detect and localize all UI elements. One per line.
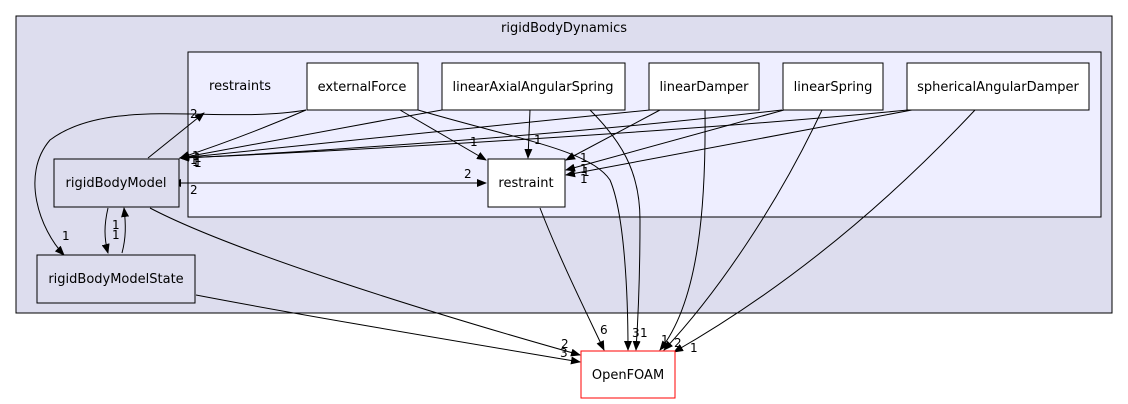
label-sad-restraint: 1 — [580, 172, 588, 186]
node-rigidBodyModelState[interactable]: rigidBodyModelState — [36, 254, 196, 304]
node-rigidBodyModel[interactable]: rigidBodyModel — [53, 158, 180, 208]
cluster-label-restraints: restraints — [209, 79, 271, 94]
label-restraints-rbm-4: 1 — [192, 155, 200, 169]
node-label-linearSpring: linearSpring — [794, 80, 873, 95]
node-sphericalAngularDamper[interactable]: sphericalAngularDamper — [906, 62, 1090, 111]
edge-laas-OpenFOAM — [589, 109, 641, 351]
edge-linearDamper-OpenFOAM — [659, 109, 706, 351]
edge-labels: 2 1 1 1 1 1 2 2 1 1 1 1 1 1 1 1 1 6 3 1 … — [62, 107, 698, 360]
label-rbms-rbm: 1 — [112, 228, 120, 242]
label-laas-restraint: 1 — [534, 133, 542, 147]
node-label-externalForce: externalForce — [318, 80, 407, 95]
edge-laas-restraint — [524, 109, 533, 159]
label-restraints-rbm-5: 1 — [194, 156, 202, 170]
label-restraints-rbm-2: 1 — [194, 151, 202, 165]
node-label-rigidBodyModel: rigidBodyModel — [66, 176, 167, 191]
edge-sad-OpenFOAM — [673, 109, 976, 353]
label-ef-restraint: 1 — [470, 135, 478, 149]
node-label-OpenFOAM: OpenFOAM — [592, 368, 664, 383]
node-linearSpring[interactable]: linearSpring — [782, 62, 884, 111]
edge-linearDamper-rigidBodyModel — [179, 109, 651, 161]
edge-rigidBodyModelState-OpenFOAM — [195, 294, 581, 365]
node-OpenFOAM[interactable]: OpenFOAM — [580, 350, 676, 399]
label-sad-of: 1 — [690, 341, 698, 355]
node-label-sphericalAngularDamper: sphericalAngularDamper — [917, 80, 1079, 95]
edge-linearSpring-OpenFOAM — [663, 109, 823, 351]
edge-linearDamper-restraint — [565, 109, 661, 161]
label-restraint-of: 6 — [600, 323, 608, 337]
node-label-linearAxialAngularSpring: linearAxialAngularSpring — [452, 80, 613, 95]
label-ls-restraint-1: 1 — [580, 162, 588, 176]
label-rbm-of: 2 — [561, 337, 569, 351]
label-ls-of: 2 — [674, 336, 682, 350]
edges — [34, 109, 976, 365]
edge-restraints-rigidBodyModelState — [34, 109, 307, 256]
node-restraint[interactable]: restraint — [487, 158, 566, 208]
edge-externalForce-rigidBodyModel — [179, 109, 307, 159]
label-laas-of: 1 — [640, 326, 648, 340]
label-restraint-rbm: 2 — [190, 183, 198, 197]
label-rbm-restraint: 2 — [464, 167, 472, 181]
node-label-rigidBodyModelState: rigidBodyModelState — [48, 272, 183, 287]
edge-sad-restraint — [565, 109, 913, 178]
edge-rigidBodyModel-OpenFOAM — [149, 207, 581, 357]
label-rbms-of: 3 — [560, 346, 568, 360]
label-ls-restraint-2: 1 — [582, 165, 590, 179]
label-ld-restraint: 1 — [580, 151, 588, 165]
label-restraints-rbm-3: 1 — [190, 153, 198, 167]
edge-rigidBodyModel-restraints — [147, 112, 205, 159]
edge-linearSpring-restraint — [565, 109, 785, 172]
node-linearDamper[interactable]: linearDamper — [648, 62, 760, 111]
edge-restraint-OpenFOAM — [539, 207, 605, 351]
edge-laas-rigidBodyModel — [179, 109, 443, 161]
edge-rigidBodyModelState-rigidBodyModel — [121, 207, 130, 254]
label-ef-of: 3 — [632, 326, 640, 340]
node-linearAxialAngularSpring[interactable]: linearAxialAngularSpring — [441, 62, 626, 111]
label-ld-of: 1 — [661, 333, 669, 347]
edge-externalForce-restraint — [399, 109, 487, 161]
edge-externalForce-OpenFOAM — [417, 109, 632, 351]
edge-sad-rigidBodyModel — [179, 109, 909, 162]
label-rbm-rbms: 1 — [112, 218, 120, 232]
label-rbm-restraints: 2 — [190, 107, 198, 121]
label-restraints-rbm-1: 1 — [192, 149, 200, 163]
node-label-linearDamper: linearDamper — [659, 80, 749, 95]
cluster-label-rigidBodyDynamics: rigidBodyDynamics — [501, 21, 627, 36]
edge-rigidBodyModel-rigidBodyModelState — [101, 207, 110, 254]
node-label-restraint: restraint — [498, 176, 553, 191]
node-externalForce[interactable]: externalForce — [306, 62, 419, 111]
label-loop-rbms: 1 — [62, 229, 70, 243]
